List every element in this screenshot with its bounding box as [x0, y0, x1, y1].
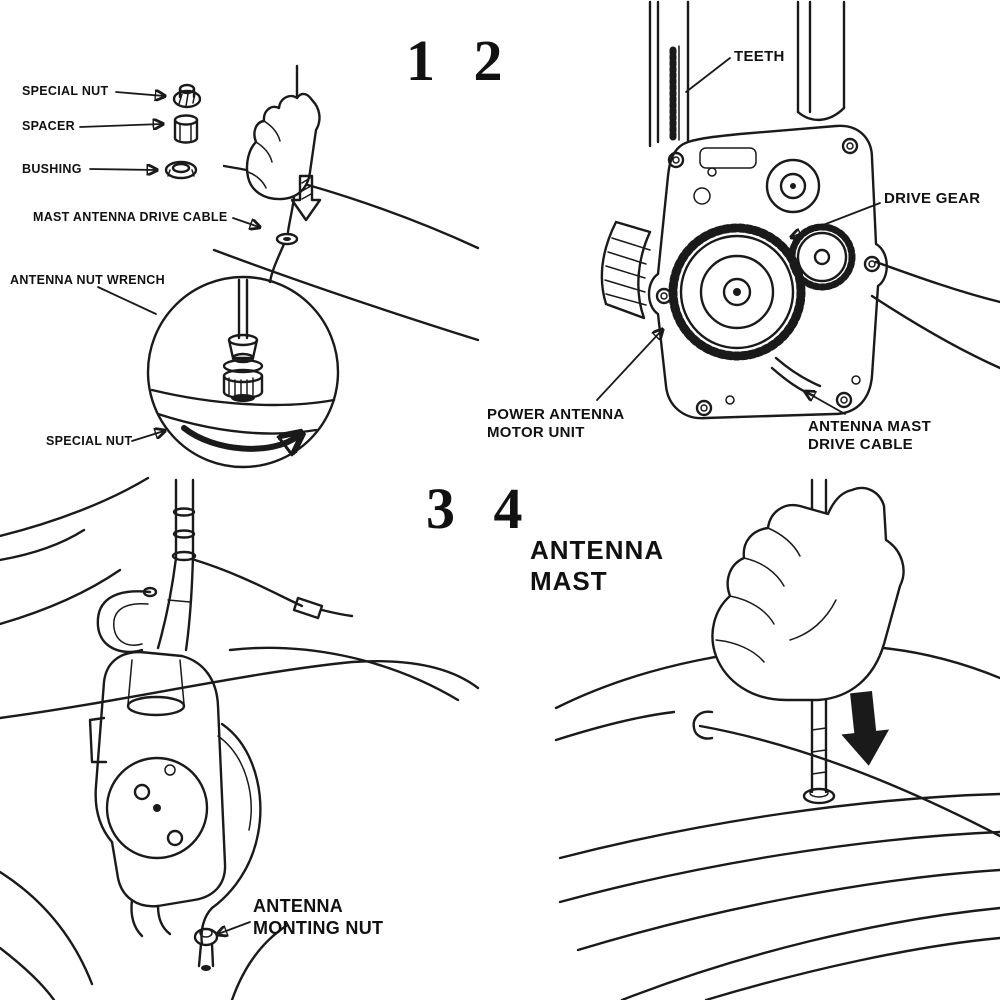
right-cable-loop: [200, 722, 262, 946]
label-mast-antenna-drive-cable: MAST ANTENNA DRIVE CABLE: [33, 210, 228, 224]
pull-down-arrow: [841, 691, 890, 766]
panel2-car-body-lines: [870, 260, 1000, 370]
motor-housing: [647, 124, 888, 420]
label-power-antenna-motor-unit: POWER ANTENNA MOTOR UNIT: [487, 406, 625, 442]
small-gear: [788, 223, 856, 291]
panel1-leader-lines: [79, 92, 259, 442]
label-antenna-mast: ANTENNA MAST: [530, 535, 664, 597]
label-mast-cable-line1: ANTENNA MAST: [808, 418, 932, 435]
label-power-antenna-line1: POWER ANTENNA: [487, 406, 625, 423]
detail-circle: [146, 275, 340, 469]
label-monting-nut-line1: ANTENNA: [253, 896, 344, 916]
panel3-car-body-lines: [0, 476, 480, 1000]
mounting-nut: [193, 927, 219, 971]
left-cable-loop: [96, 586, 158, 654]
panel1-exploded-parts-art: [79, 64, 480, 469]
panel2-leader-lines: [596, 57, 881, 415]
corrugated-tube: [600, 220, 652, 320]
label-antenna-mast-line2: MAST: [530, 566, 608, 597]
label-bushing: BUSHING: [22, 162, 82, 176]
label-antenna-mast-line1: ANTENNA: [530, 535, 665, 565]
label-drive-gear: DRIVE GEAR: [884, 190, 981, 207]
antenna-mast-assembly: [156, 478, 197, 652]
label-monting-nut-line2: MONTING NUT: [253, 917, 384, 938]
panel3-assembly-art: [0, 476, 480, 1000]
mast-drive-cable: [770, 356, 822, 398]
label-special-nut-detail: SPECIAL NUT: [46, 434, 133, 448]
label-antenna-mast-drive-cable: ANTENNA MAST DRIVE CABLE: [808, 418, 931, 454]
spacer-part: [173, 114, 199, 144]
panel1-detail-circle-art: [146, 275, 340, 469]
special-nut-part: [172, 83, 202, 109]
motor-body: [88, 650, 227, 938]
label-antenna-monting-nut: ANTENNA MONTING NUT: [253, 896, 383, 939]
turn-arrow: [181, 425, 298, 449]
panel1-car-body-lines: [212, 164, 480, 342]
step-numbers-1-2: 1 2: [406, 28, 515, 93]
hand-illustration-panel1: [245, 92, 321, 201]
label-power-antenna-line2: MOTOR UNIT: [487, 424, 585, 441]
label-special-nut: SPECIAL NUT: [22, 84, 109, 98]
panel2-motor-unit-art: [596, 0, 1000, 420]
hand-illustration-panel4: [711, 486, 905, 702]
top-right-tube: [796, 0, 846, 121]
push-down-arrow-panel1: [290, 174, 322, 222]
label-mast-cable-line2: DRIVE CABLE: [808, 436, 913, 453]
label-spacer: SPACER: [22, 119, 75, 133]
toothed-mast: [648, 0, 690, 148]
upper-pulley: [693, 158, 821, 214]
panel3-leader-lines: [218, 921, 251, 934]
step-numbers-3-4: 3 4: [426, 476, 535, 541]
bushing-part: [164, 160, 198, 180]
large-drive-gear: [668, 223, 806, 361]
panel4-mast-removal-art: [554, 478, 1000, 1000]
cable-with-connector: [193, 558, 354, 620]
label-teeth: TEETH: [734, 48, 785, 65]
label-antenna-nut-wrench: ANTENNA NUT WRENCH: [10, 273, 165, 287]
panel1-antenna-rod: [268, 64, 299, 284]
panel4-car-body-lines: [554, 644, 1000, 1000]
